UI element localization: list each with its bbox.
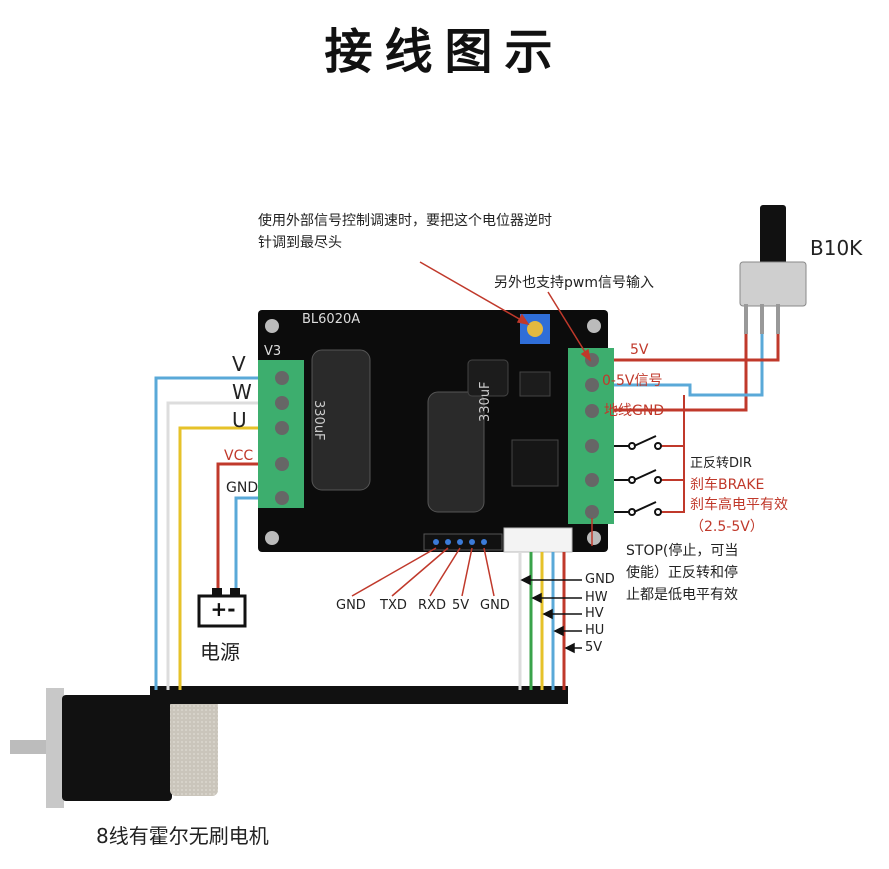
vcc-label: VCC [224, 448, 254, 464]
uart-pin-gnd-1: GND [336, 598, 366, 613]
hall-pin-5v: 5V [585, 640, 603, 655]
potentiometer-label: B10K [810, 236, 863, 260]
hall-arrows [520, 574, 582, 654]
motor-label: 8线有霍尔无刷电机 [96, 824, 269, 848]
uart-pin-rxd: RXD [418, 598, 446, 613]
uart-pin-5v: 5V [452, 598, 470, 613]
terminal-signal: 0-5V信号 [602, 373, 663, 389]
switches [614, 435, 662, 516]
hall-pin-hu: HU [585, 623, 605, 638]
hall-wires [518, 552, 566, 690]
motor-cable [150, 686, 568, 704]
power-label: 电源 [200, 640, 240, 664]
pwm-note: 另外也支持pwm信号输入 [494, 275, 654, 291]
gnd-label: GND [226, 480, 259, 496]
capacitor-label-2: 330uF [478, 381, 493, 422]
potentiometer-b10k [739, 205, 807, 334]
terminal-brake: 刹车BRAKE [690, 477, 765, 493]
battery-polarity: +- [210, 597, 236, 621]
hall-pin-gnd: GND [585, 572, 615, 587]
page-title: 接线图示 [324, 24, 565, 80]
board-version: V3 [264, 344, 282, 359]
switch-wires [660, 395, 685, 513]
motor-illustration [10, 688, 218, 808]
stop-note: STOP(停止，可当使能）正反转和停止都是低电平有效 [626, 543, 739, 603]
phase-label-w: W [232, 380, 252, 404]
pot-wires [614, 334, 780, 412]
phase-label-v: V [232, 352, 246, 376]
driver-board [258, 310, 614, 553]
terminal-ground: 地线GND [604, 403, 665, 419]
phase-label-u: U [232, 408, 247, 432]
board-model: BL6020A [302, 312, 361, 327]
hall-pin-hv: HV [585, 606, 604, 621]
power-wires [216, 462, 262, 588]
annotation-arrows [419, 261, 593, 546]
uart-leader-lines [351, 547, 495, 597]
capacitor-label-1: 330uF [311, 400, 326, 441]
terminal-5v: 5V [630, 342, 649, 358]
hall-pin-hw: HW [585, 590, 608, 605]
battery-symbol [197, 588, 247, 628]
phase-wires [154, 376, 262, 690]
terminal-dir: 正反转DIR [690, 456, 752, 471]
uart-pin-gnd-2: GND [480, 598, 510, 613]
brake-note: 刹车高电平有效（2.5-5V） [690, 497, 788, 535]
uart-pin-txd: TXD [380, 598, 407, 613]
pot-note: 使用外部信号控制调速时，要把这个电位器逆时针调到最尽头 [258, 213, 552, 251]
